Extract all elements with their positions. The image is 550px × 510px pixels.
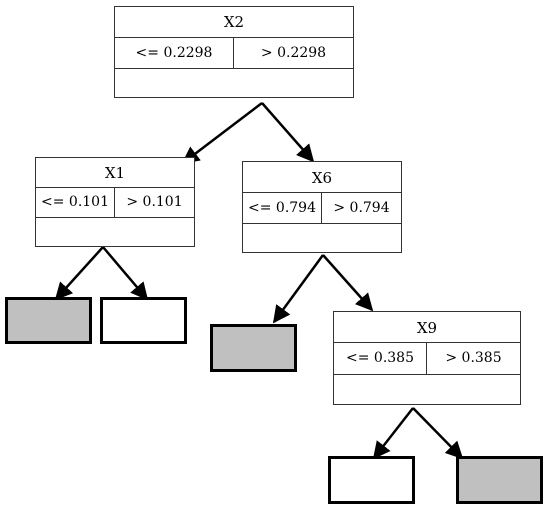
node-empty-cell: [334, 375, 520, 404]
split-right-condition: > 0.2298: [260, 45, 327, 61]
edge-root-to-x1: [181, 102, 263, 165]
node-variable-label: X1: [36, 158, 194, 188]
decision-node-x2: X2 <= 0.2298 > 0.2298: [114, 6, 354, 98]
split-right-condition: > 0.101: [126, 194, 183, 210]
node-empty-cell: [36, 218, 194, 246]
decision-node-x1: X1 <= 0.101 > 0.101: [35, 157, 195, 247]
edge-root-to-x6: [261, 102, 315, 163]
node-split-row: <= 0.794 > 0.794: [243, 193, 401, 224]
edge-x9-to-leaf-right: [412, 407, 464, 460]
node-split-row: <= 0.101 > 0.101: [36, 188, 194, 218]
decision-node-x6: X6 <= 0.794 > 0.794: [242, 161, 402, 253]
edge-x9-to-leaf-left: [372, 407, 414, 460]
split-left-condition: <= 0.101: [36, 188, 115, 217]
edge-x1-to-leaf-right: [102, 246, 149, 301]
leaf-x9-right: [456, 456, 543, 504]
split-right-condition: > 0.794: [333, 200, 390, 216]
node-split-row: <= 0.2298 > 0.2298: [115, 38, 353, 69]
split-left-condition: <= 0.385: [334, 343, 427, 374]
split-left-condition: <= 0.2298: [115, 38, 234, 68]
edge-x1-to-leaf-left: [54, 246, 104, 301]
edge-x6-to-leaf-left: [272, 254, 325, 324]
split-left-condition: <= 0.794: [243, 193, 322, 223]
node-variable-label: X2: [115, 7, 353, 38]
leaf-x1-left: [5, 297, 92, 344]
decision-node-x9: X9 <= 0.385 > 0.385: [333, 311, 521, 405]
leaf-x6-left: [210, 324, 297, 372]
node-empty-cell: [115, 69, 353, 97]
leaf-x1-right: [100, 297, 187, 344]
node-variable-label: X6: [243, 162, 401, 193]
node-empty-cell: [243, 224, 401, 252]
edge-x6-to-x9: [322, 254, 374, 312]
node-split-row: <= 0.385 > 0.385: [334, 343, 520, 375]
split-right-condition: > 0.385: [445, 350, 502, 366]
node-variable-label: X9: [334, 312, 520, 343]
leaf-x9-left: [328, 456, 415, 504]
